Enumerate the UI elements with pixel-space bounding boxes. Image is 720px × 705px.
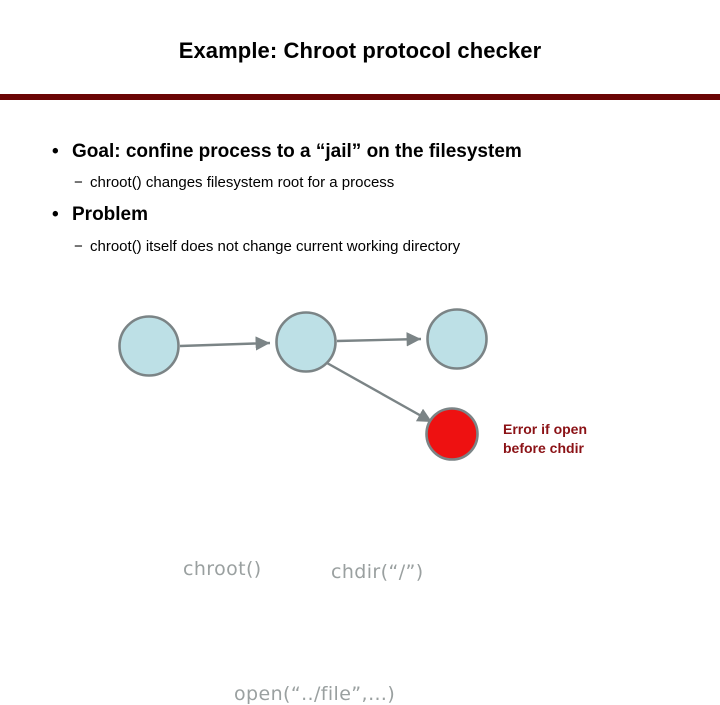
edge-start-to-jailed [179,336,271,351]
bullet-problem-sub-text: chroot() itself does not change current … [90,238,461,255]
dash-marker-icon: − [74,238,83,255]
dash-marker-icon: − [74,174,83,191]
bullet-problem-text: Problem [72,204,149,225]
diagram-canvas [118,308,488,461]
node-rooted[interactable] [426,308,488,370]
node-start[interactable] [118,315,180,377]
bullet-goal: • Goal: confine process to a “jail” on t… [52,141,522,163]
node-error[interactable] [425,407,479,461]
bullet-problem: • Problem [52,204,148,226]
state-transition-diagram: chroot() chdir(“/”) open(“../file”,…) [0,270,720,705]
edge-label-chdir: chdir(“/”) [331,561,424,583]
edge-jailed-to-rooted [336,332,422,347]
error-annotation: Error if open before chdir [503,420,587,458]
bullet-problem-sub: − chroot() itself does not change curren… [74,238,460,255]
bullet-goal-sub: − chroot() changes filesystem root for a… [74,174,394,191]
bullet-marker-icon: • [52,141,59,162]
bullet-marker-icon: • [52,204,59,225]
title-divider [0,94,720,100]
edge-label-open: open(“../file”,…) [234,683,396,705]
node-jailed[interactable] [275,311,337,373]
edge-label-chroot: chroot() [183,558,262,580]
page-title: Example: Chroot protocol checker [178,38,542,63]
bullet-goal-sub-text: chroot() changes filesystem root for a p… [90,174,395,191]
error-annotation-line1: Error if open [503,421,588,437]
bullet-goal-text: Goal: confine process to a “jail” on the… [72,141,522,162]
error-annotation-line2: before chdir [503,439,584,456]
edge-jailed-to-error [326,361,433,424]
